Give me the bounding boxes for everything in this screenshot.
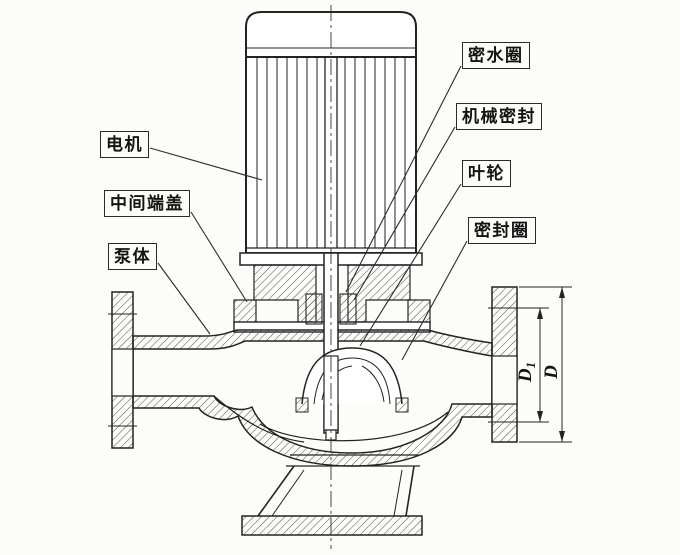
middle-end-cover-right bbox=[407, 299, 431, 325]
mechanical-seal-part bbox=[339, 293, 357, 325]
discharge-flange bbox=[488, 286, 521, 443]
label-motor-text: 电机 bbox=[106, 135, 143, 154]
label-impeller-text: 叶轮 bbox=[468, 164, 505, 183]
suction-passage bbox=[213, 395, 305, 443]
label-seal-ring-text: 密封圈 bbox=[474, 221, 530, 240]
label-mechanical-seal: 机械密封 bbox=[456, 103, 542, 131]
leader-line-water-seal-ring bbox=[345, 65, 462, 293]
leader-line-middle-cover bbox=[190, 211, 248, 303]
dimension-d1 bbox=[521, 307, 549, 423]
label-water-seal-ring-text: 密水圈 bbox=[468, 46, 524, 65]
leader-line-motor bbox=[149, 147, 263, 181]
pump-casing bbox=[132, 329, 493, 467]
label-middle-cover: 中间端盖 bbox=[104, 190, 190, 218]
volute-channel bbox=[259, 411, 449, 442]
leader-line-impeller bbox=[359, 183, 462, 347]
impeller-part bbox=[301, 347, 403, 441]
label-water-seal-ring: 密水圈 bbox=[462, 42, 530, 70]
label-middle-cover-text: 中间端盖 bbox=[110, 194, 184, 213]
water-seal-ring-part bbox=[305, 293, 323, 325]
suction-flange bbox=[108, 291, 137, 449]
dimension-d-label: D bbox=[541, 365, 562, 380]
middle-end-cover-left bbox=[233, 299, 257, 325]
label-impeller: 叶轮 bbox=[462, 160, 511, 188]
label-pump-body-text: 泵体 bbox=[114, 247, 151, 266]
label-seal-ring: 密封圈 bbox=[468, 217, 536, 245]
leader-line-mechanical-seal bbox=[353, 126, 456, 301]
seal-ring-part-right bbox=[395, 397, 409, 413]
seal-ring-part-left bbox=[295, 397, 309, 413]
leader-line-seal-ring bbox=[401, 240, 468, 361]
label-motor: 电机 bbox=[100, 131, 149, 159]
dimension-d bbox=[519, 286, 572, 443]
leader-line-pump-body bbox=[157, 262, 211, 335]
label-pump-body: 泵体 bbox=[108, 243, 157, 271]
pump-base bbox=[241, 454, 423, 536]
label-mechanical-seal-text: 机械密封 bbox=[462, 107, 536, 126]
dimension-d1-label: D1 bbox=[515, 362, 538, 383]
